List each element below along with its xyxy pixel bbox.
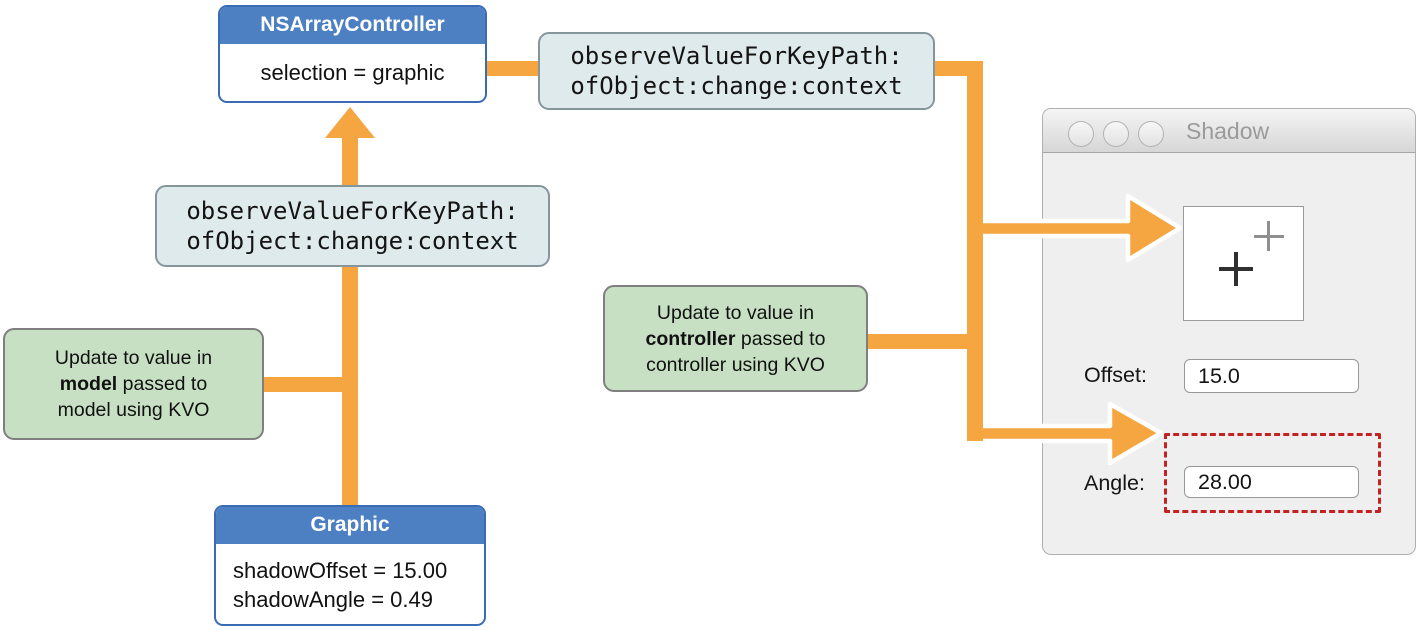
kvo-callback-line2: ofObject:change:context: [570, 72, 903, 100]
nsarraycontroller-selection: selection = graphic: [260, 60, 445, 85]
kvo-callback-box-model: observeValueForKeyPath: ofObject:change:…: [155, 185, 550, 267]
note-controller-update: Update to value in controller passed to …: [603, 285, 868, 392]
angle-highlight-box: [1164, 433, 1381, 513]
graphic-title: Graphic: [216, 507, 484, 546]
note-line: controller using KVO: [646, 353, 825, 376]
note-line: model passed to: [59, 373, 208, 395]
line-note-controller-stub: [864, 334, 968, 349]
graphic-shadowoffset: shadowOffset = 15.00: [233, 558, 448, 583]
angle-input[interactable]: [1184, 466, 1359, 498]
nsarraycontroller-title: NSArrayController: [220, 7, 485, 46]
note-line: Update to value in: [656, 301, 815, 324]
kvo-callback-box-controller: observeValueForKeyPath: ofObject:change:…: [538, 32, 935, 110]
kvo-callback-line1: observeValueForKeyPath:: [570, 42, 903, 70]
graphic-shadowangle: shadowAngle = 0.49: [233, 587, 433, 612]
line-right-trunk: [967, 61, 983, 441]
window-title: Shadow: [1186, 118, 1270, 144]
window-titlebar: Shadow: [1043, 109, 1415, 153]
note-line: Update to value in: [54, 347, 213, 369]
note-line: controller passed to: [645, 327, 826, 350]
kvo-callback-line1: observeValueForKeyPath:: [186, 197, 519, 225]
nsarraycontroller-box: NSArrayController selection = graphic: [218, 5, 487, 103]
angle-label: Angle:: [1084, 471, 1145, 495]
window-zoom-button[interactable]: [1138, 121, 1164, 147]
window-close-button[interactable]: [1068, 121, 1094, 147]
window-minimize-button[interactable]: [1103, 121, 1129, 147]
kvo-callback-line2: ofObject:change:context: [186, 227, 519, 255]
note-line: model using KVO: [57, 399, 210, 421]
graphic-model-box: Graphic shadowOffset = 15.00 shadowAngle…: [214, 505, 486, 626]
arrowhead-up-to-controller: [325, 107, 375, 138]
note-model-update: Update to value in model passed to model…: [3, 328, 264, 440]
offset-label: Offset:: [1084, 363, 1147, 387]
shadow-inspector-window: Shadow Offset: Angle:: [1042, 108, 1416, 555]
offset-input[interactable]: [1184, 359, 1359, 393]
line-note-model-stub: [258, 377, 344, 392]
shadow-preview-well[interactable]: [1183, 206, 1304, 321]
